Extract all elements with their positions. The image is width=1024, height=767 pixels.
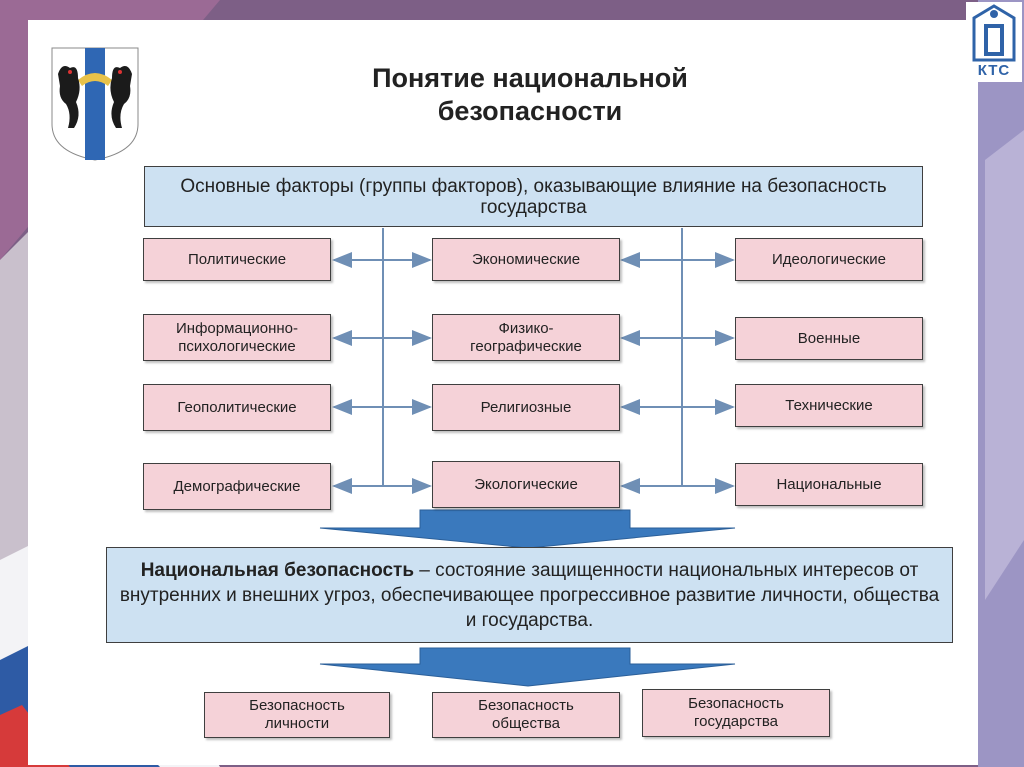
factor-box: Национальные [735, 463, 923, 506]
factor-box: Демографические [143, 463, 331, 510]
factor-label: Экологические [474, 475, 578, 493]
definition-text: Национальная безопасность – состояние за… [120, 558, 940, 633]
down-arrow-2 [319, 647, 736, 687]
factor-label: Идеологические [772, 250, 886, 268]
definition-term: Национальная безопасность [140, 559, 415, 581]
outcome-label: Безопасность общества [478, 697, 574, 732]
factor-label: Национальные [776, 475, 882, 493]
down-arrow-1 [319, 509, 736, 549]
factor-label: Демографические [173, 477, 301, 495]
factor-label: Физико-географические [470, 319, 582, 355]
factor-label: Информационно-психологические [176, 319, 298, 355]
outcome-box: Безопасность личности [204, 692, 390, 738]
factor-label: Экономические [471, 250, 581, 268]
page-title: Понятие национальной безопасности [372, 63, 688, 126]
factors-header-box: Основные факторы (группы факторов), оказ… [144, 166, 923, 227]
factor-box: Информационно-психологические [143, 314, 331, 361]
definition-box: Национальная безопасность – состояние за… [106, 547, 953, 643]
factor-box: Религиозные [432, 384, 620, 431]
college-logo: КТС [966, 2, 1022, 82]
factor-box: Физико-географические [432, 314, 620, 361]
factors-header-text: Основные факторы (группы факторов), оказ… [180, 175, 887, 218]
outcome-box: Безопасность государства [642, 689, 830, 737]
factor-box: Технические [735, 384, 923, 427]
factor-box: Экономические [432, 238, 620, 281]
factor-label: Религиозные [480, 398, 572, 416]
factor-label: Политические [187, 250, 287, 268]
factor-label: Технические [785, 396, 873, 414]
outcome-label: Безопасность личности [249, 697, 345, 732]
coat-of-arms-icon [51, 47, 139, 161]
definition-body: – состояние защищенности национальных ин… [119, 559, 940, 631]
factor-box: Военные [735, 317, 923, 360]
logo-text: КТС [977, 62, 1011, 79]
factor-box: Политические [143, 238, 331, 281]
factor-box: Экологические [432, 461, 620, 508]
factor-label: Геополитические [177, 398, 297, 416]
factor-box: Идеологические [735, 238, 923, 281]
factor-box: Геополитические [143, 384, 331, 431]
factor-label: Военные [797, 329, 861, 347]
outcome-label: Безопасность государства [688, 695, 784, 730]
outcome-box: Безопасность общества [432, 692, 620, 738]
